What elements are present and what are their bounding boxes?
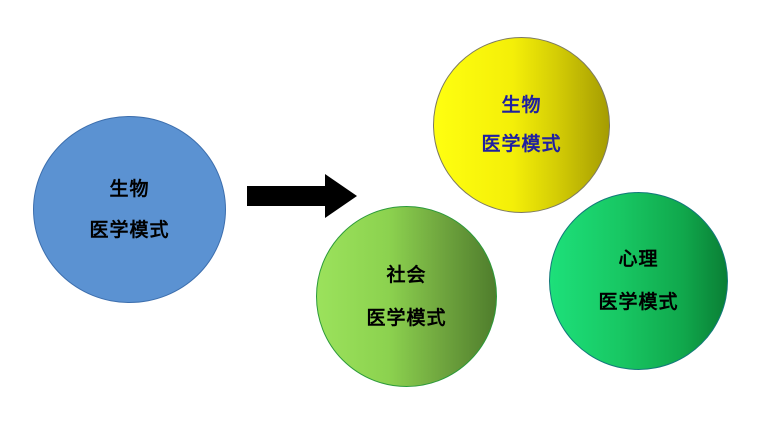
circle-label-line2: 医学模式 <box>481 133 562 155</box>
circle-label-line2: 医学模式 <box>366 306 447 329</box>
psychological-model-circle: 心理 医学模式 <box>549 192 728 370</box>
social-model-circle: 社会 医学模式 <box>316 206 497 387</box>
circle-label-line2: 医学模式 <box>89 218 170 241</box>
biological-model-circle: 生物 医学模式 <box>433 37 610 213</box>
circle-label-line2: 医学模式 <box>598 291 679 313</box>
circle-label-line1: 心理 <box>618 248 659 270</box>
circle-label-line1: 生物 <box>109 177 150 200</box>
right-arrow-icon <box>247 174 357 218</box>
circle-label-line1: 生物 <box>501 94 542 116</box>
biomedical-model-circle: 生物 医学模式 <box>33 116 226 303</box>
circle-label-line1: 社会 <box>386 263 427 286</box>
